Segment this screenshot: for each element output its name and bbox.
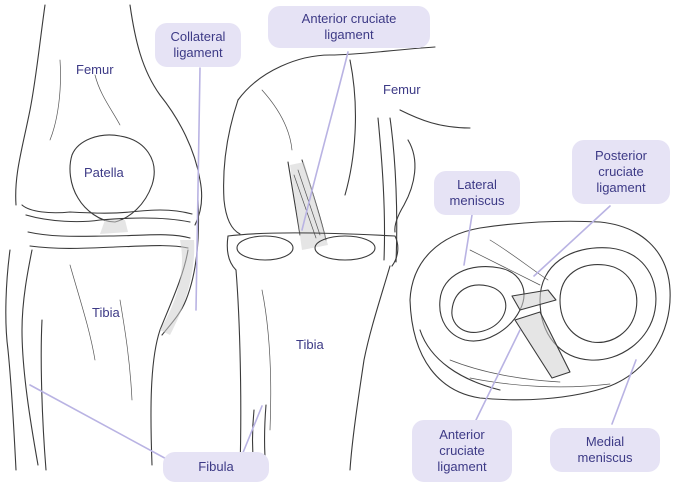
acl-bottom-callout: Anterior cruciate ligament <box>412 420 512 482</box>
pcl-label-line-2: cruciate <box>598 164 644 179</box>
posterior-cruciate-ligament-callout: Posterior cruciate ligament <box>572 140 670 204</box>
lateral-meniscus-callout: Lateral meniscus <box>434 171 520 215</box>
collateral-ligament-label-line-1: Collateral <box>170 29 226 44</box>
pcl-label-line-3: ligament <box>596 180 646 195</box>
acl-bottom-label-line-2: cruciate <box>439 443 485 458</box>
medial-meniscus-callout: Medial meniscus <box>550 428 660 472</box>
tibial-plateau-drawing <box>409 220 671 401</box>
fibula-label: Fibula <box>198 459 234 474</box>
acl-top-label-line-1: Anterior cruciate <box>301 11 397 26</box>
pcl-label-line-1: Posterior <box>594 148 648 163</box>
femur-side-label: Femur <box>383 82 421 97</box>
acl-bottom-label-line-3: ligament <box>437 459 487 474</box>
tibia-front-label: Tibia <box>92 305 120 320</box>
acl-bottom-label-line-1: Anterior <box>439 427 485 442</box>
collateral-ligament-label-line-2: ligament <box>173 45 223 60</box>
leader-lines <box>29 51 637 463</box>
patella-label: Patella <box>84 165 124 180</box>
front-knee-drawing <box>5 4 203 471</box>
lateral-meniscus-label-line-2: meniscus <box>449 193 505 208</box>
tibia-side-label: Tibia <box>296 337 324 352</box>
medial-meniscus-label-line-2: meniscus <box>577 450 633 465</box>
flexed-knee-drawing <box>223 46 471 471</box>
fibula-callout: Fibula <box>163 452 269 482</box>
acl-top-label-line-2: ligament <box>324 27 374 42</box>
femur-front-label: Femur <box>76 62 114 77</box>
lateral-meniscus-label-line-1: Lateral <box>457 177 497 192</box>
medial-meniscus-label-line-1: Medial <box>585 434 625 449</box>
collateral-ligament-callout: Collateral ligament <box>155 23 241 67</box>
acl-top-callout: Anterior cruciate ligament <box>268 6 430 48</box>
